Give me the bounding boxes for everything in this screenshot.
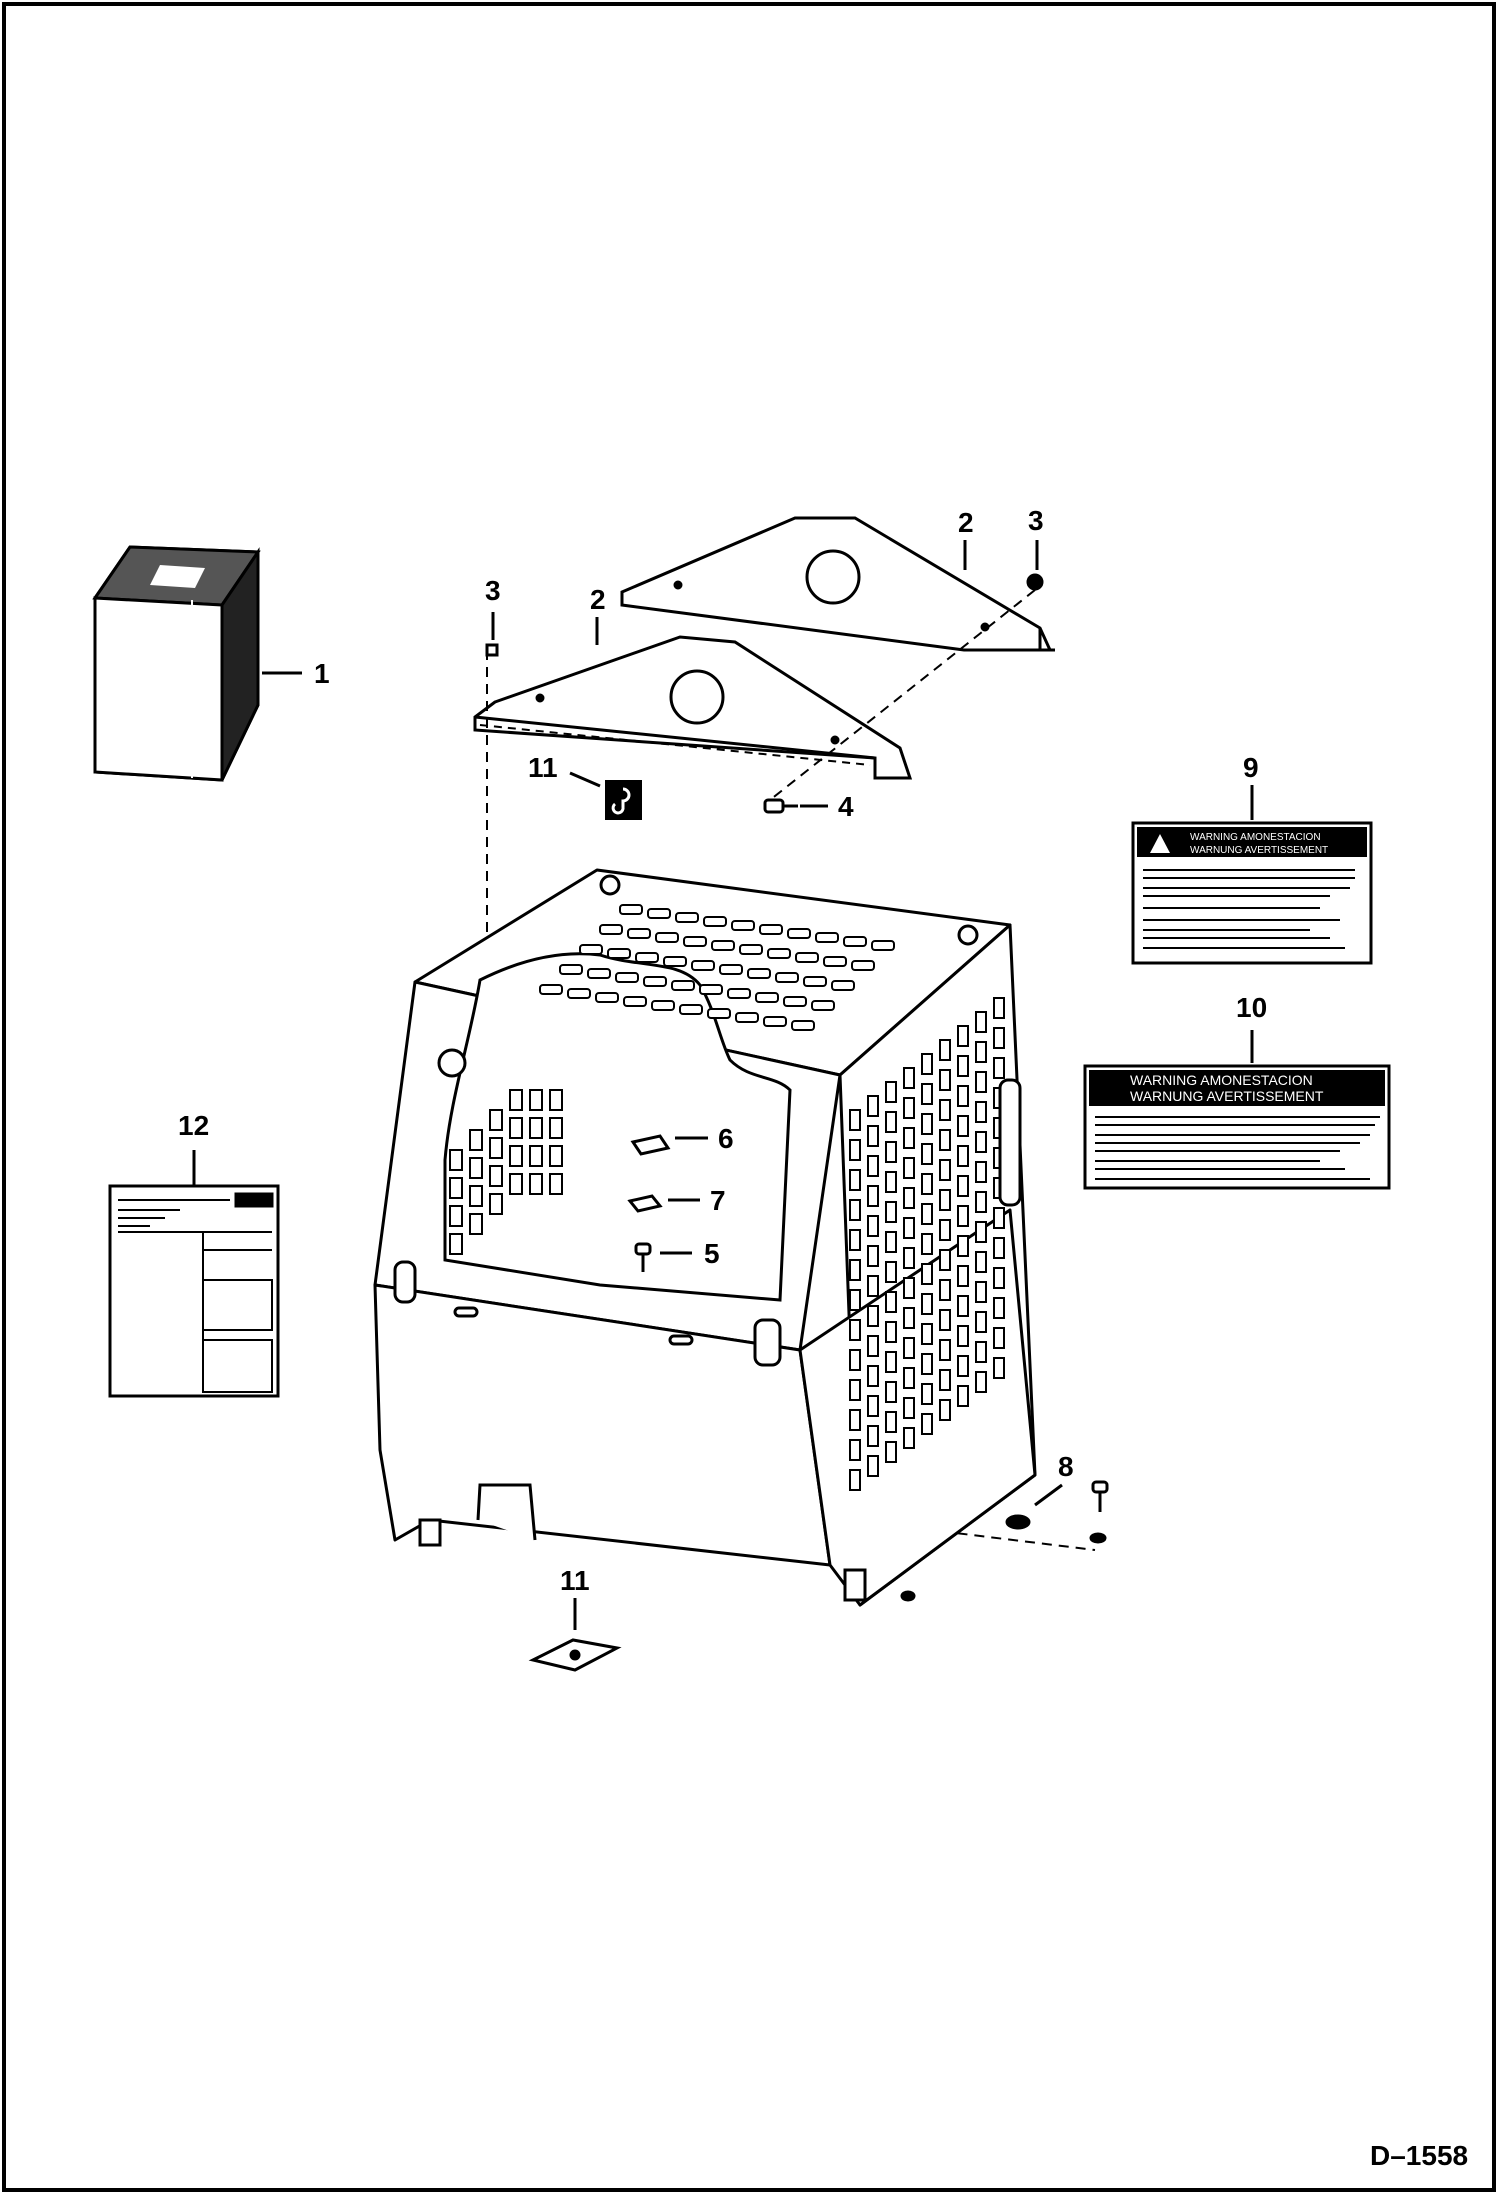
callout-3b: 3 [485, 575, 501, 606]
part-3-nut-left [485, 643, 499, 657]
part-5-bolt [634, 1242, 652, 1272]
part-12-manual-sheet [108, 1184, 280, 1398]
callout-7: 7 [710, 1185, 726, 1216]
decal9-header-line1: WARNING AMONESTACION [1190, 832, 1321, 843]
part-11-lift-decal [605, 780, 642, 820]
callout-5: 5 [704, 1238, 720, 1269]
side-grille-left [449, 1089, 563, 1255]
part-11-bottom-plate [528, 1638, 622, 1672]
callout-2a: 2 [958, 507, 974, 538]
callout-4: 4 [838, 791, 854, 822]
part-7-washer [627, 1194, 663, 1213]
callout-2b: 2 [590, 584, 606, 615]
part-2-bracket-rear [620, 516, 1055, 652]
part-3-nut-right [1026, 573, 1044, 591]
cab-details [393, 874, 1022, 1602]
callout-6: 6 [718, 1123, 734, 1154]
leader-11a [569, 771, 601, 788]
part-8-hardware [900, 1480, 1109, 1602]
decal9-header-line2: WARNUNG AVERTISSEMENT [1190, 845, 1328, 856]
callout-11b: 11 [560, 1565, 590, 1596]
side-grille-right [849, 997, 1005, 1491]
callout-9: 9 [1243, 752, 1259, 783]
decal10-header-line2: WARNUNG AVERTISSEMENT [1130, 1088, 1324, 1104]
part-10-warning-decal: WARNING AMONESTACION WARNUNG AVERTISSEME… [1083, 1064, 1391, 1190]
part-4-bolt [763, 798, 798, 814]
top-vents [539, 904, 895, 1031]
callout-11a: 11 [528, 752, 558, 783]
part-1-box [92, 545, 261, 782]
figure-id: D–1558 [1370, 2140, 1468, 2171]
callout-10: 10 [1236, 992, 1267, 1023]
callout-8: 8 [1058, 1451, 1074, 1482]
callout-1: 1 [314, 658, 330, 689]
part-9-warning-decal: WARNING AMONESTACION WARNUNG AVERTISSEME… [1131, 821, 1373, 965]
callout-3a: 3 [1028, 505, 1044, 536]
part-2-bracket-front [473, 635, 913, 780]
callout-12: 12 [178, 1110, 209, 1141]
part-6-plate [630, 1134, 671, 1156]
leader-8 [1034, 1483, 1063, 1507]
decal10-header-line1: WARNING AMONESTACION [1130, 1072, 1313, 1088]
